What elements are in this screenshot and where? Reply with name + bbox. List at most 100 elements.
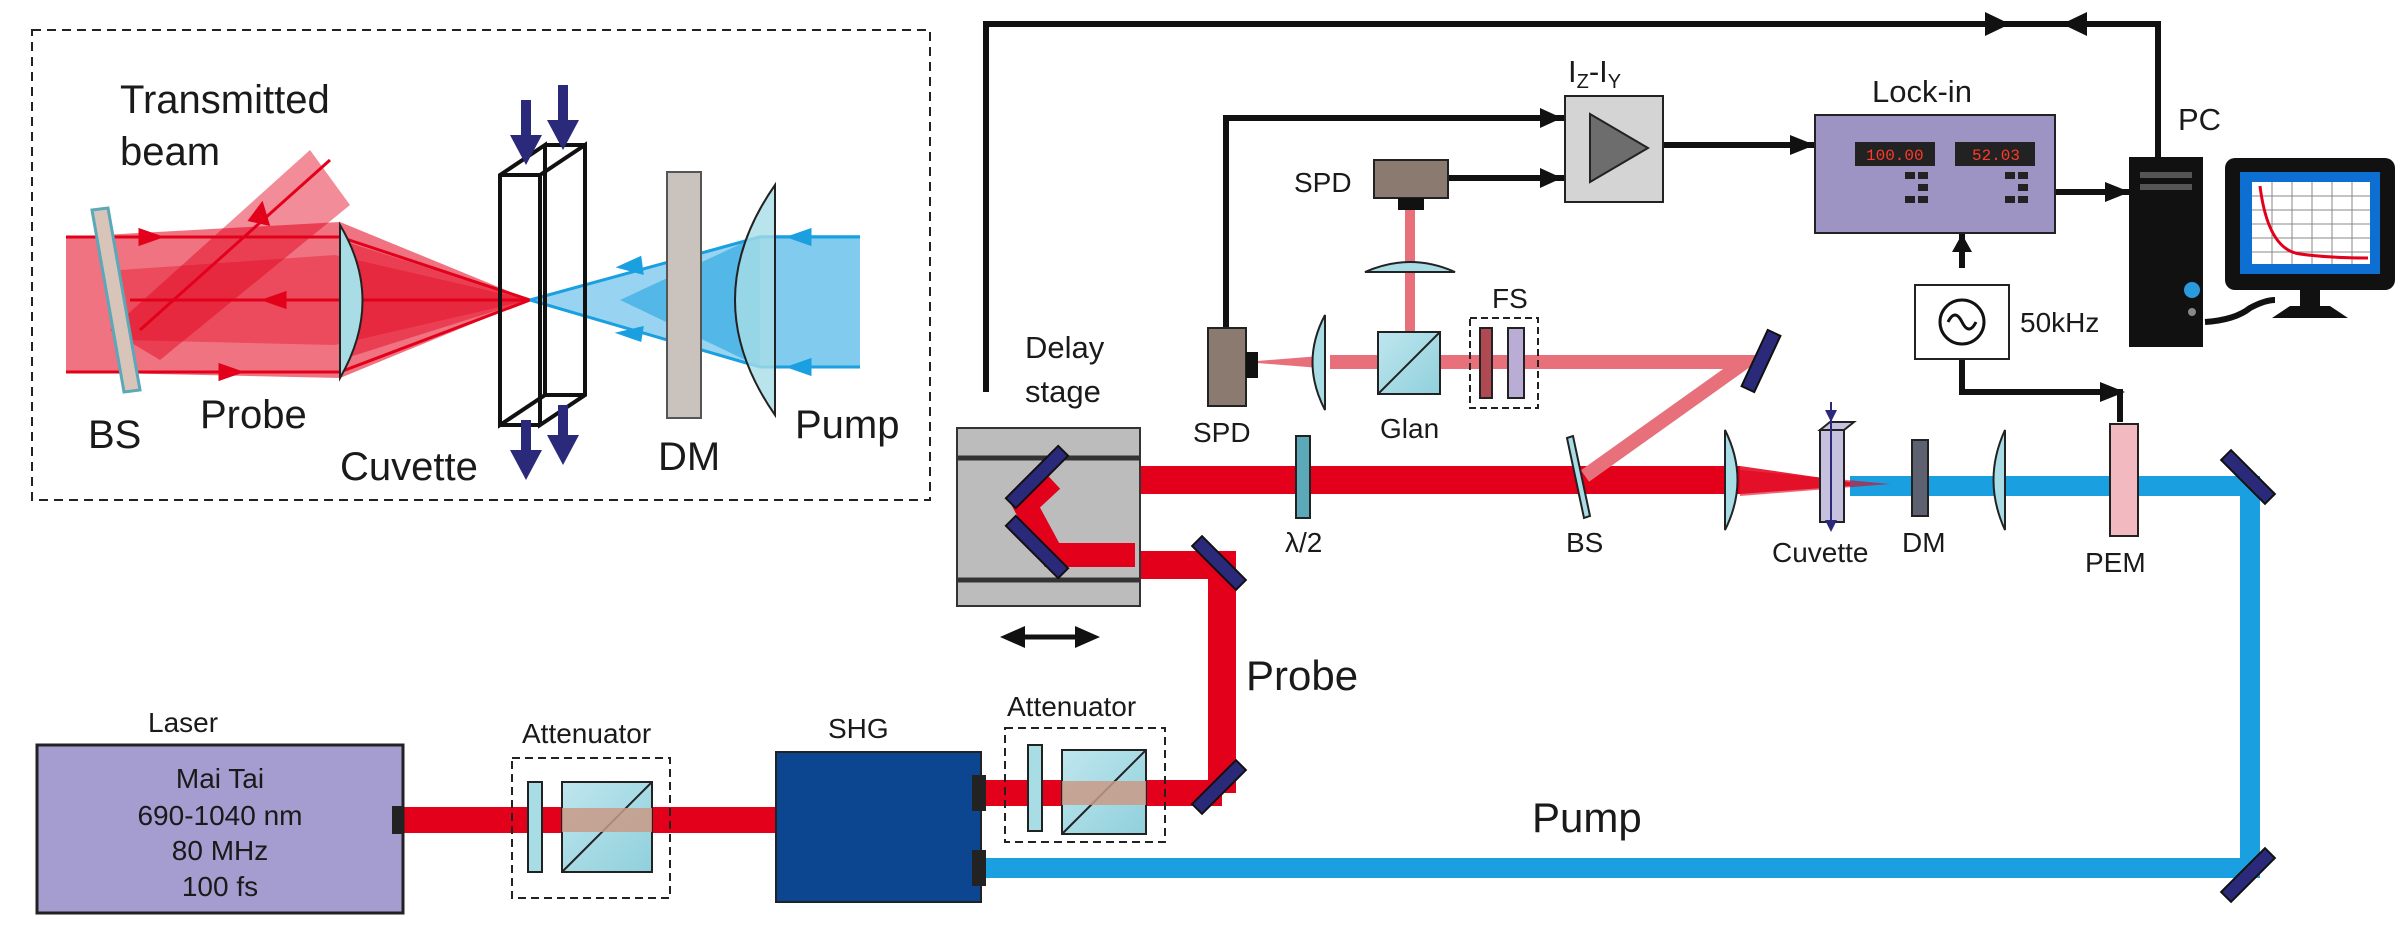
pem-element	[2109, 423, 2139, 537]
probe-focus-lens	[1724, 429, 1739, 531]
inset-pump-arrows	[529, 227, 860, 377]
delay-mirror-2	[1004, 514, 1070, 580]
lens-to-spd-cone	[1245, 356, 1320, 368]
inset-probe-lens	[339, 221, 364, 382]
reference-oscillator: 50kHz	[1914, 284, 2099, 360]
pc-drive-2	[2140, 184, 2192, 190]
mirror-pump-upper	[2219, 448, 2277, 506]
lock-in-display-1-bg	[1855, 142, 1935, 166]
spd-left-window	[1246, 352, 1258, 378]
laser: Laser Mai Tai 690-1040 nm 80 MHz 100 fs	[35, 707, 405, 915]
attenuator-1-waveplate	[527, 781, 543, 873]
mirror-probe-lower	[1190, 758, 1248, 816]
delay-retro-beam	[1010, 471, 1135, 567]
spd-left-label: SPD	[1193, 417, 1251, 448]
reflected-probe-beam	[1330, 355, 1767, 482]
signal-cables	[983, 21, 2276, 422]
half-wave-plate-label: λ/2	[1285, 527, 1322, 558]
half-wave-plate: λ/2	[1285, 435, 1322, 558]
delay-move-arrow-right	[1075, 626, 1100, 648]
mirror-reflect	[1740, 328, 1782, 394]
lock-in-label: Lock-in	[1872, 74, 1972, 109]
probe-beam-route	[1038, 466, 1740, 793]
attenuator-2: Attenuator	[1004, 691, 1166, 843]
cuvette-arrow-top	[1825, 410, 1837, 422]
inset-beamsplitter	[90, 206, 142, 394]
attenuator-1: Attenuator	[511, 718, 671, 899]
pem: PEM	[2085, 423, 2146, 578]
spd-top-label: SPD	[1294, 167, 1352, 198]
shg-probe-port	[972, 775, 986, 811]
fs-border	[1469, 317, 1539, 409]
computer: PC	[2129, 102, 2395, 347]
pc-drive-1	[2140, 172, 2192, 178]
laser-title: Laser	[148, 707, 218, 738]
laser-aperture	[392, 806, 404, 834]
attenuator-1-label: Attenuator	[522, 718, 651, 749]
diff-amp-i: I	[1568, 54, 1577, 89]
dichroic-mirror-label: DM	[1902, 527, 1946, 558]
diff-amp-triangle	[1589, 112, 1650, 184]
attenuator-2-label: Attenuator	[1007, 691, 1136, 722]
attenuator-1-beam	[562, 808, 652, 832]
delay-stage-label-2: stage	[1025, 374, 1101, 409]
cable-arrows	[1540, 12, 2130, 402]
diff-amp-z: Z	[1577, 71, 1589, 93]
dichroic-mirror-element	[1911, 439, 1929, 517]
half-wave-plate-element	[1295, 435, 1311, 519]
shg: SHG	[775, 713, 986, 903]
pump-beam	[975, 476, 2260, 878]
cuvette: Cuvette	[1772, 402, 1869, 568]
beamsplitter: BS	[1565, 434, 1603, 558]
pc-led	[2188, 308, 2196, 316]
shg-box	[775, 751, 982, 903]
inset-transmitted-beam	[110, 150, 350, 360]
sine-wave-icon	[1946, 313, 1978, 331]
dichroic-mirror: DM	[1902, 439, 1946, 558]
pump-beam-label: Pump	[1532, 794, 1642, 841]
inset-pump-label: Pump	[795, 403, 900, 447]
fs-filters: FS	[1469, 283, 1539, 409]
glan-label: Glan	[1380, 413, 1439, 444]
attenuator-2-waveplate	[1027, 744, 1043, 832]
inset-flow-arrows	[510, 85, 579, 480]
inset-bs-label: BS	[88, 413, 141, 457]
attenuator-2-beam	[1062, 781, 1146, 805]
glan-diagonal	[1377, 331, 1441, 395]
monitor-base	[2272, 306, 2348, 318]
delay-move-arrow-left	[1000, 626, 1025, 648]
lock-in-amplifier: 100.00 52.03 Lock-in	[1814, 74, 2056, 234]
spd-top-body	[1373, 159, 1449, 199]
spd-top-lens	[1364, 261, 1456, 273]
lock-in-display-2-bg	[1955, 142, 2035, 166]
fs-filter-1	[1479, 327, 1493, 399]
monitor-neck	[2300, 290, 2320, 306]
inset-pump-focus	[530, 235, 760, 367]
fs-filter-2	[1507, 327, 1525, 399]
lock-in-buttons	[1905, 172, 2028, 203]
probe-transmitted	[1740, 470, 1890, 496]
inset-border	[31, 29, 931, 501]
fs-label: FS	[1492, 283, 1528, 314]
laser-line-1: Mai Tai	[176, 763, 264, 794]
spd-left: SPD	[1193, 327, 1258, 448]
attenuator-2-border	[1004, 727, 1166, 843]
laser-line-2: 690-1040 nm	[137, 800, 302, 831]
pump-focus-lens	[1992, 429, 2006, 531]
cuvette-arrow-down	[1825, 520, 1837, 532]
delay-stage-label-1: Delay	[1025, 330, 1105, 365]
inset-pump-lens	[734, 181, 776, 419]
mirror-pump-lower	[2219, 846, 2277, 904]
spd-top: SPD	[1294, 159, 1449, 210]
glan-prism: Glan	[1377, 331, 1441, 444]
cuvette-label: Cuvette	[1772, 537, 1869, 568]
spd-left-lens	[1311, 314, 1326, 411]
shg-label: SHG	[828, 713, 889, 744]
reference-frequency-label: 50kHz	[2020, 307, 2099, 338]
inset-transmitted-label-1: Transmitted	[120, 78, 330, 122]
cuvette-top	[1817, 421, 1857, 431]
diff-amp-dash: -I	[1589, 54, 1608, 89]
inset-dichroic-mirror	[666, 171, 702, 419]
lock-in-display-1: 100.00	[1866, 147, 1924, 165]
